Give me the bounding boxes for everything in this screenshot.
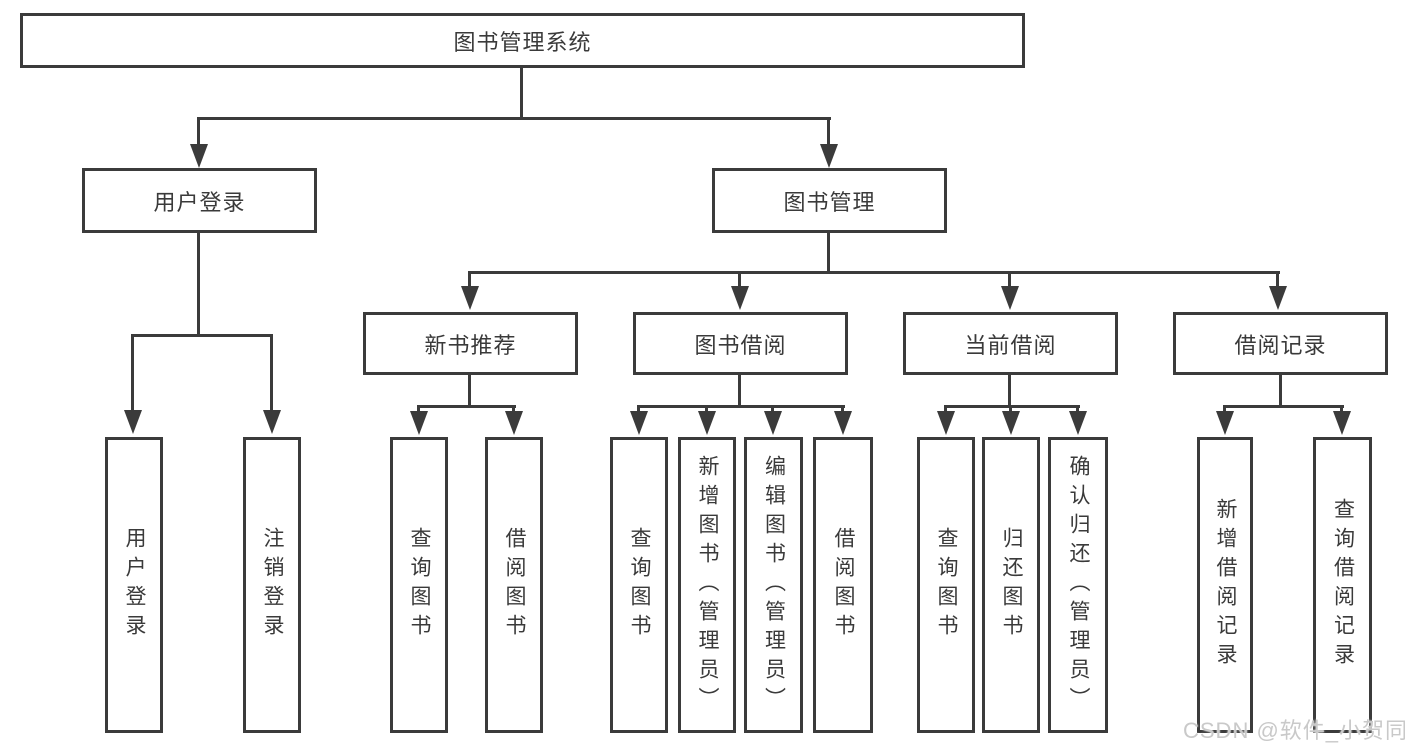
arrow-down-icon: [410, 411, 428, 435]
connector-drop: [1076, 405, 1079, 413]
leaf-label: 编辑图书（管理员）: [762, 454, 786, 716]
arrow-down-icon: [1216, 411, 1234, 435]
node-current-borrowing: 当前借阅: [903, 312, 1118, 375]
leaf-borrow-books-recommend: 借阅图书: [485, 437, 543, 733]
connector-drop: [1008, 271, 1011, 288]
connector-drop: [468, 271, 471, 288]
connector-group-branch: [417, 405, 516, 408]
leaf-label: 注销登录: [261, 527, 284, 643]
leaf-add-borrow-record: 新增借阅记录: [1197, 437, 1253, 733]
leaf-confirm-return-admin: 确认归还（管理员）: [1048, 437, 1108, 733]
connector-level3-branch: [468, 271, 1280, 274]
arrow-down-icon: [505, 411, 523, 435]
arrow-down-icon: [263, 410, 281, 434]
leaf-label: 新增借阅记录: [1214, 498, 1237, 672]
leaf-return-books: 归还图书: [982, 437, 1040, 733]
arrow-down-icon: [190, 144, 208, 168]
node-user-login: 用户登录: [82, 168, 317, 233]
connector-group-branch: [1223, 405, 1344, 408]
connector-drop: [512, 405, 515, 413]
leaf-label: 确认归还（管理员）: [1067, 454, 1090, 716]
arrow-down-icon: [731, 286, 749, 310]
arrow-down-icon: [461, 286, 479, 310]
connector-drop: [705, 405, 708, 413]
connector-group-branch: [944, 405, 1080, 408]
leaf-edit-books-admin: 编辑图书（管理员）: [744, 437, 803, 733]
leaf-label: 查询图书: [935, 527, 958, 643]
leaf-label: 查询图书: [408, 527, 431, 643]
connector-drop: [1223, 405, 1226, 413]
connector-drop-user-login: [197, 117, 200, 147]
arrow-down-icon: [1269, 286, 1287, 310]
arrow-down-icon: [1069, 411, 1087, 435]
leaf-add-books-admin: 新增图书（管理员）: [678, 437, 736, 733]
connector-drop: [637, 405, 640, 413]
connector-drop: [1276, 271, 1279, 288]
connector-drop: [771, 405, 774, 413]
arrow-down-icon: [1333, 411, 1351, 435]
connector-group-stem: [738, 375, 741, 408]
leaf-query-books-current: 查询图书: [917, 437, 975, 733]
connector-drop: [270, 334, 273, 410]
leaf-borrow-books: 借阅图书: [813, 437, 873, 733]
node-new-book-recommend: 新书推荐: [363, 312, 578, 375]
arrow-down-icon: [834, 411, 852, 435]
csdn-watermark: CSDN @软件_小贺同学: [1183, 718, 1405, 743]
connector-drop: [417, 405, 420, 413]
node-library-system: 图书管理系统: [20, 13, 1025, 68]
connector-drop: [944, 405, 947, 413]
connector-drop-book-mgmt: [827, 117, 830, 147]
connector-group-stem: [468, 375, 471, 408]
arrow-down-icon: [1001, 286, 1019, 310]
leaf-label: 借阅图书: [503, 527, 526, 643]
leaf-label: 用户登录: [123, 527, 146, 643]
connector-userlogin-stem: [197, 232, 200, 335]
connector-userlogin-branch: [131, 334, 273, 337]
leaf-logout-login: 注销登录: [243, 437, 301, 733]
arrow-down-icon: [124, 410, 142, 434]
connector-group-branch: [637, 405, 845, 408]
connector-root-stem: [520, 67, 523, 118]
leaf-query-books-borrowing: 查询图书: [610, 437, 668, 733]
connector-drop: [1340, 405, 1343, 413]
connector-level1-branch: [197, 117, 831, 120]
arrow-down-icon: [937, 411, 955, 435]
node-book-borrowing: 图书借阅: [633, 312, 848, 375]
connector-drop: [131, 334, 134, 410]
connector-drop: [738, 271, 741, 288]
leaf-label: 借阅图书: [832, 527, 855, 643]
arrow-down-icon: [820, 144, 838, 168]
node-book-management: 图书管理: [712, 168, 947, 233]
arrow-down-icon: [1002, 411, 1020, 435]
node-borrowing-records: 借阅记录: [1173, 312, 1388, 375]
leaf-label: 新增图书（管理员）: [696, 454, 719, 716]
leaf-query-books-recommend: 查询图书: [390, 437, 448, 733]
connector-drop: [1009, 405, 1012, 413]
leaf-label: 查询图书: [628, 527, 651, 643]
leaf-label: 查询借阅记录: [1331, 498, 1355, 672]
leaf-query-borrow-record: 查询借阅记录: [1313, 437, 1372, 733]
arrow-down-icon: [698, 411, 716, 435]
leaf-user-login: 用户登录: [105, 437, 163, 733]
connector-drop: [841, 405, 844, 413]
leaf-label: 归还图书: [1000, 527, 1023, 643]
connector-group-stem: [1008, 375, 1011, 408]
connector-group-stem: [1279, 375, 1282, 408]
arrow-down-icon: [630, 411, 648, 435]
arrow-down-icon: [764, 411, 782, 435]
connector-bookmgmt-stem: [827, 233, 830, 274]
